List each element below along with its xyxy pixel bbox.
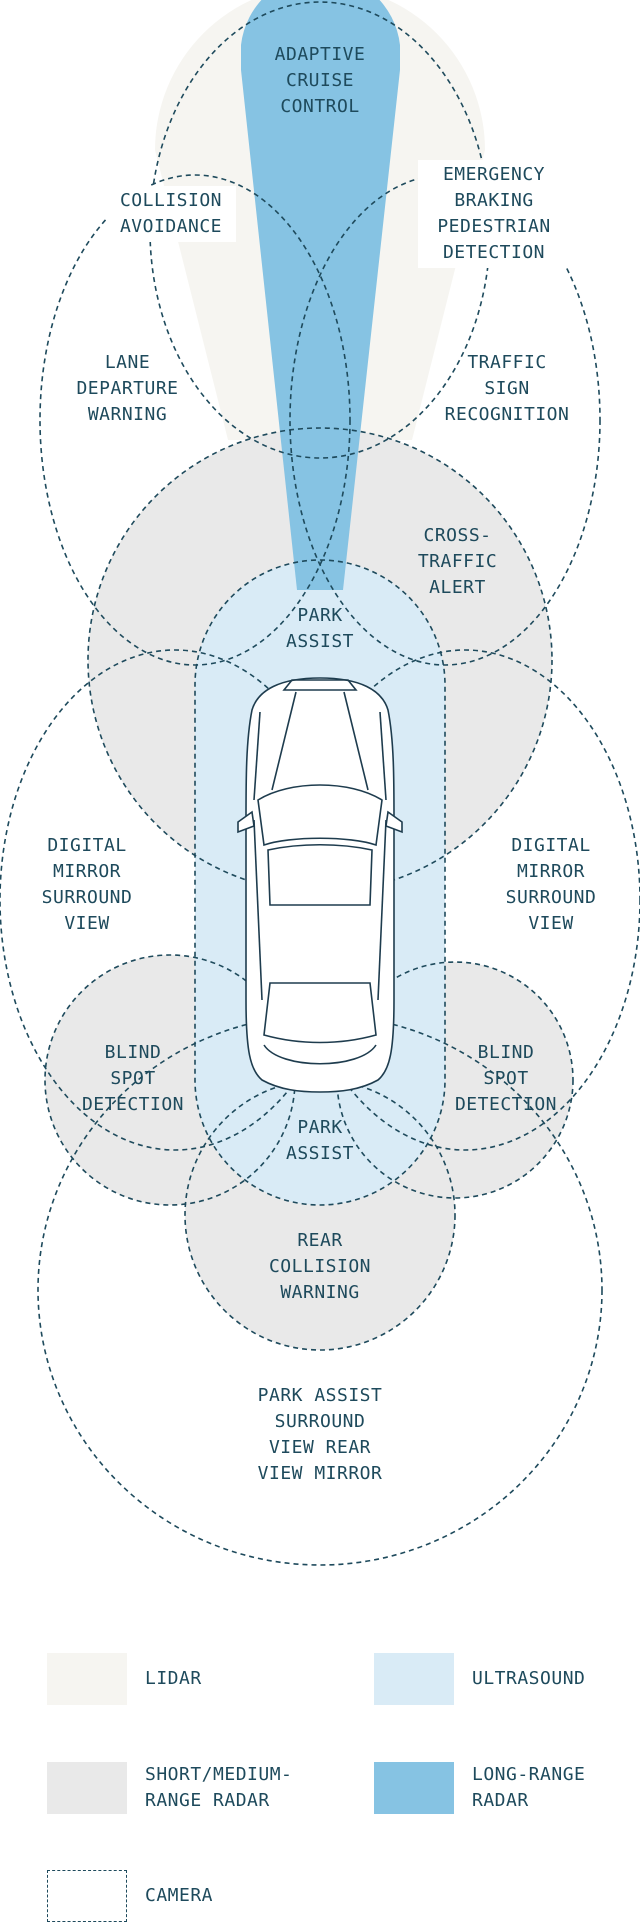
legend-label-ultrasound: ULTRASOUND [472, 1668, 586, 1689]
label-rear-collision-warning: REAR COLLISION WARNING [268, 1230, 372, 1303]
label-digital-mirror-left: DIGITAL MIRROR SURROUND VIEW [41, 835, 133, 934]
camera-zone-rear-small [184, 1079, 456, 1351]
legend-swatch-radar [47, 1762, 127, 1814]
legend-item-radar: SHORT/MEDIUM- RANGE RADAR [47, 1762, 292, 1814]
legend-swatch-ultrasound [374, 1653, 454, 1705]
label-traffic-sign-recognition: TRAFFIC SIGN RECOGNITION [444, 352, 570, 425]
label-park-assist-surround: PARK ASSIST SURROUND VIEW REAR VIEW MIRR… [257, 1385, 383, 1484]
long-range-radar-zone [241, 0, 400, 590]
legend-item-long-range-radar: LONG-RANGE RADAR [374, 1762, 585, 1814]
legend-swatch-lidar [47, 1653, 127, 1705]
label-collision-avoidance: COLLISION AVOIDANCE [106, 186, 236, 242]
legend-label-camera: CAMERA [145, 1885, 214, 1906]
label-digital-mirror-right: DIGITAL MIRROR SURROUND VIEW [505, 835, 597, 934]
legend-swatch-camera [47, 1870, 127, 1922]
camera-zone-left-upper [39, 174, 351, 666]
legend-item-camera: CAMERA [47, 1870, 213, 1922]
legend-swatch-long-range-radar [374, 1762, 454, 1814]
legend-item-ultrasound: ULTRASOUND [374, 1653, 585, 1705]
camera-zone-right-mid [289, 649, 640, 1151]
label-blind-spot-left: BLIND SPOT DETECTION [81, 1042, 185, 1115]
legend-label-lidar: LIDAR [145, 1668, 202, 1689]
label-adaptive-cruise-control: ADAPTIVE CRUISE CONTROL [274, 44, 366, 117]
label-park-assist-front: PARK ASSIST [285, 605, 355, 652]
label-emergency-braking: EMERGENCY BRAKING PEDESTRIAN DETECTION [418, 160, 570, 268]
camera-zone-ultrasound-outline [194, 559, 446, 1206]
legend-label-long-range-radar: LONG-RANGE RADAR [472, 1764, 586, 1811]
legend-label-radar: SHORT/MEDIUM- RANGE RADAR [145, 1764, 293, 1811]
legend-item-lidar: LIDAR [47, 1653, 202, 1705]
label-lane-departure-warning: LANE DEPARTURE WARNING [76, 352, 179, 425]
car-icon [237, 677, 403, 1093]
label-cross-traffic-alert: CROSS- TRAFFIC ALERT [417, 525, 498, 598]
camera-zone-rear-large [37, 1014, 603, 1566]
label-blind-spot-right: BLIND SPOT DETECTION [454, 1042, 558, 1115]
label-park-assist-rear: PARK ASSIST [285, 1117, 355, 1164]
